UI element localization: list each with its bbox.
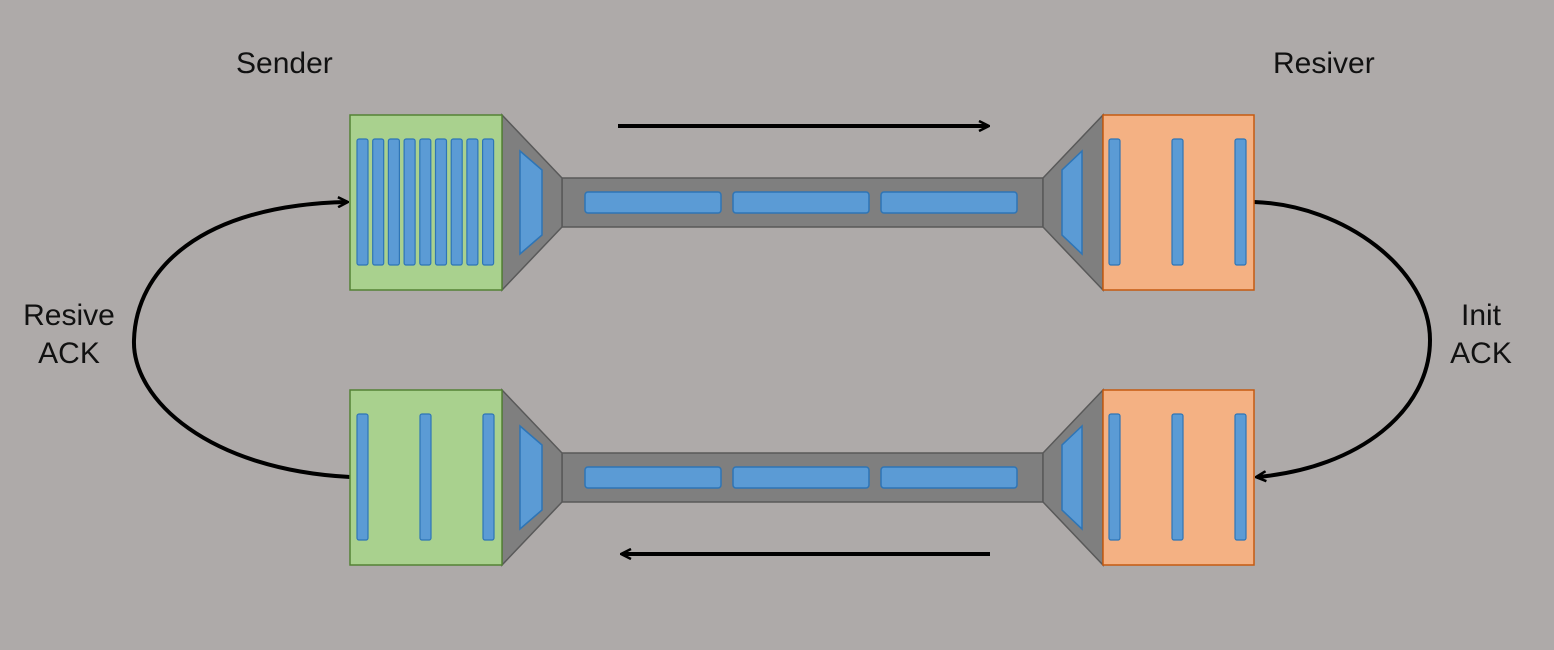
receiver-slot [1171,138,1184,266]
packet [880,191,1018,214]
sender-slot [356,138,369,266]
sender-funnel-packet [519,149,543,256]
sender-label: Sender [236,47,333,80]
init-ack-label: Init ACK [1440,297,1522,373]
packet [732,466,870,489]
sender-slot [482,138,495,266]
receiver-slot [1108,413,1121,541]
sender-slot [434,138,448,266]
receiver-slot [1171,413,1184,541]
init-ack-line2: ACK [1450,337,1512,370]
packet [880,466,1018,489]
resive-ack-loop-arrow [131,202,351,479]
receiver-slot [1234,138,1247,266]
sender-slot [403,138,416,266]
sender-slot [372,138,385,266]
packet [732,191,870,214]
sender-slot [466,138,479,266]
sender-slot [419,138,432,266]
receiver-funnel-packet [1061,424,1083,531]
channel-forward [349,113,1255,292]
sender-slot [356,413,369,541]
sender-slot [419,413,432,541]
resive-ack-line2: ACK [38,337,100,370]
sender-slot [482,413,495,541]
packet [584,466,722,489]
sender-slot [387,138,400,266]
packet [584,191,722,214]
receiver-funnel-packet [1061,149,1083,256]
resive-ack-line1: Resive [23,299,115,332]
sender-funnel-packet [519,424,543,531]
init-ack-line1: Init [1460,299,1502,332]
sender-slot [450,138,463,266]
receiver-label: Resiver [1273,47,1375,80]
channel-return [349,388,1255,567]
resive-ack-label: Resive ACK [14,297,124,373]
receiver-slot [1108,138,1121,266]
init-ack-loop-arrow [1253,200,1433,477]
receiver-slot [1234,413,1247,541]
